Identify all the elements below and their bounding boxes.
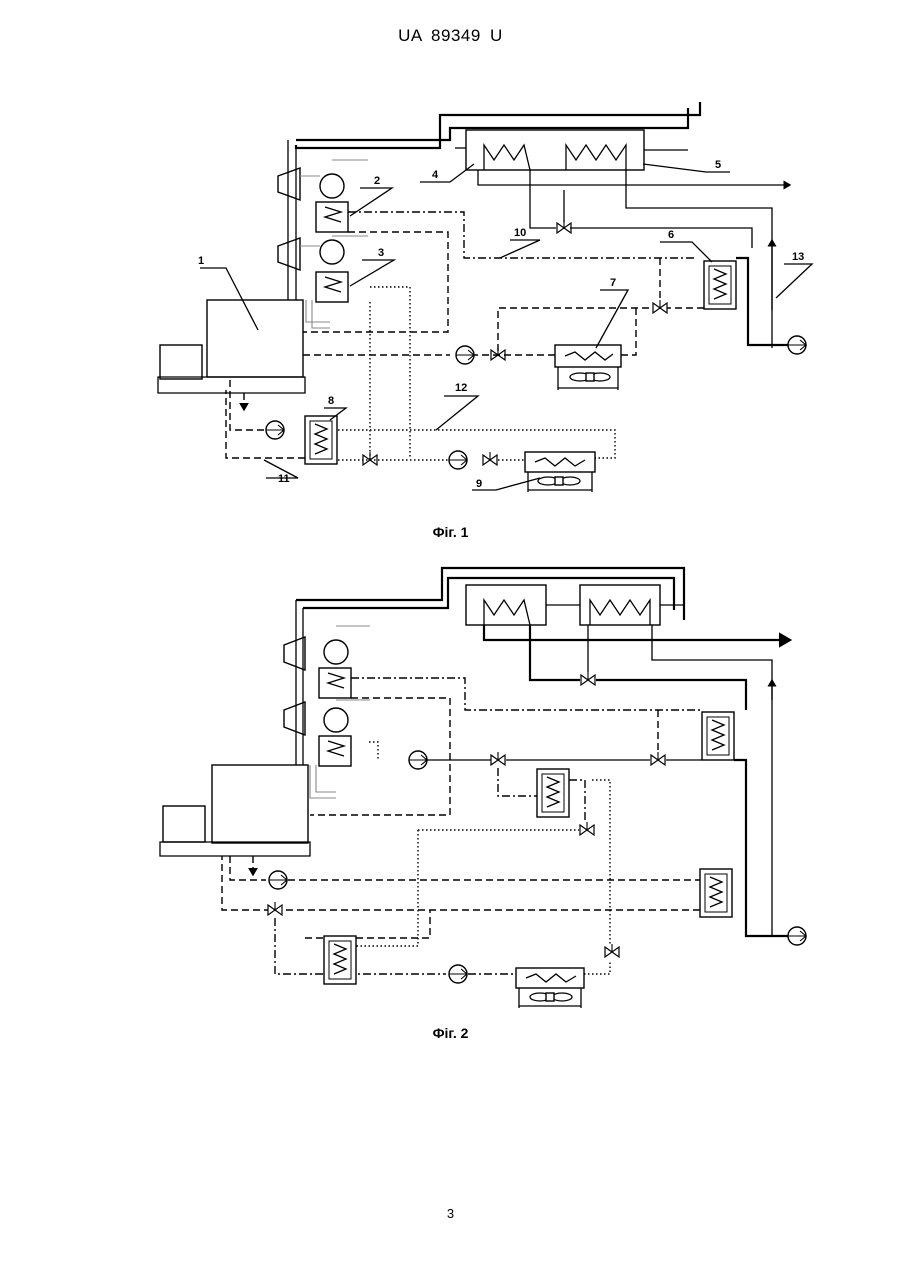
- compressor-1: [320, 174, 344, 198]
- heat-exchanger-lower: [319, 736, 351, 766]
- circuit-main-dashdot: [351, 678, 700, 710]
- turbine-stage-1: [278, 168, 300, 200]
- figure-1-caption: Фіг. 1: [0, 524, 901, 540]
- heat-exchanger-2: [316, 202, 348, 232]
- compressor-2: [324, 708, 348, 732]
- boiler-unit: [212, 765, 308, 843]
- generator-unit: [163, 806, 205, 842]
- patent-number-header: UA 89349 U: [0, 26, 901, 46]
- svg-text:13: 13: [792, 251, 804, 263]
- svg-text:1: 1: [198, 255, 204, 267]
- svg-text:5: 5: [715, 159, 721, 171]
- svg-text:10: 10: [514, 227, 526, 239]
- figure-2-diagram: [0, 560, 901, 1030]
- heat-recovery-unit-4-5: [466, 130, 644, 170]
- generator-unit: [160, 345, 202, 379]
- heat-exchanger-3: [316, 272, 348, 302]
- compressor-2: [320, 240, 344, 264]
- svg-text:4: 4: [432, 169, 439, 181]
- turbine-stage-2: [284, 702, 305, 735]
- figure-2-caption: Фіг. 2: [0, 1025, 901, 1041]
- compressor-1: [324, 640, 348, 664]
- page-number: 3: [0, 1206, 901, 1221]
- turbine-stage-1: [284, 637, 305, 670]
- heat-recovery-section-b: [580, 585, 660, 625]
- boiler-unit-1: [207, 300, 303, 377]
- svg-text:2: 2: [374, 175, 380, 187]
- svg-text:7: 7: [610, 277, 616, 289]
- figure-1-diagram: 1 2 3 4 5 6 7 8 9 10 11 12 13: [0, 90, 901, 520]
- turbine-stage-2: [278, 238, 300, 270]
- heat-recovery-section-a: [466, 585, 546, 625]
- heat-exchanger-upper: [319, 668, 351, 698]
- outlet-line-right: [478, 170, 790, 185]
- svg-text:9: 9: [476, 478, 482, 490]
- svg-text:12: 12: [455, 382, 467, 394]
- svg-text:11: 11: [278, 473, 290, 485]
- svg-text:3: 3: [378, 247, 384, 259]
- svg-text:8: 8: [328, 395, 334, 407]
- svg-text:6: 6: [668, 229, 674, 241]
